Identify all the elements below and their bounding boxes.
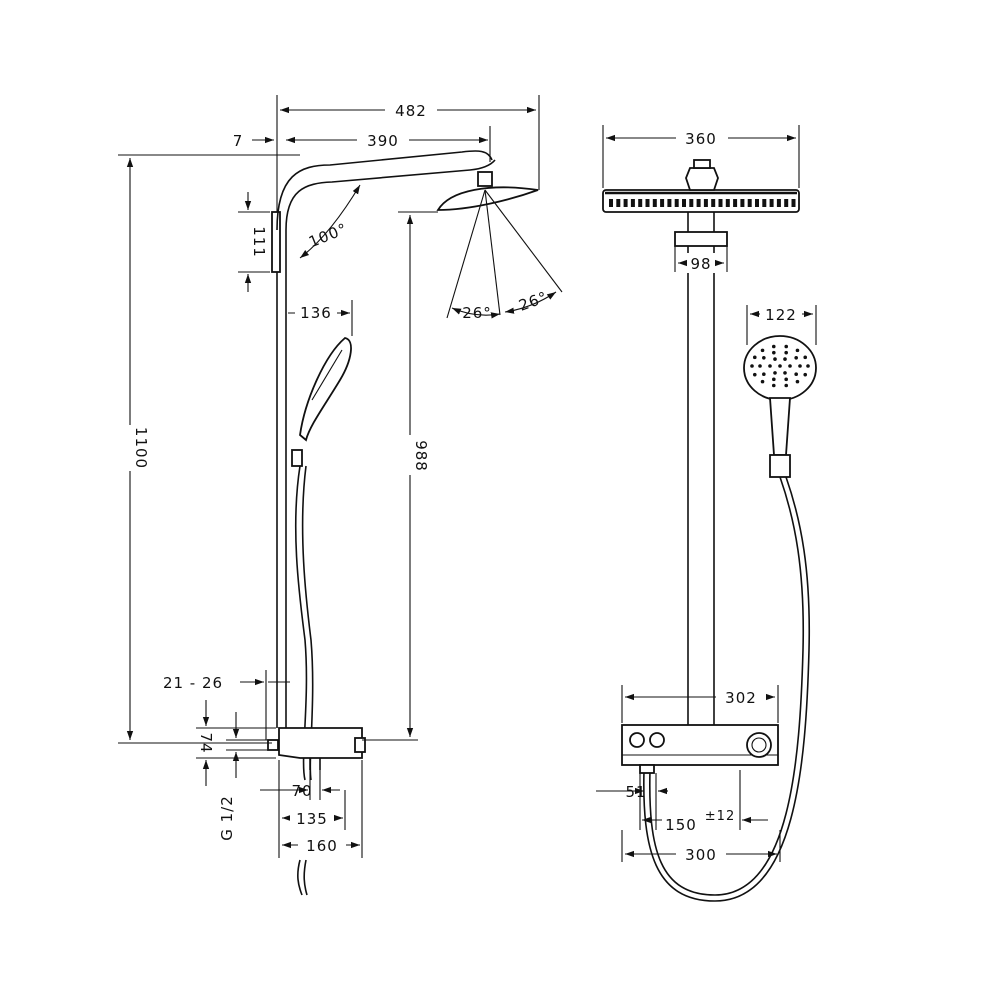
spray-dot bbox=[750, 364, 754, 368]
spray-dot bbox=[778, 364, 782, 368]
spray-dot bbox=[772, 377, 776, 382]
spray-dot bbox=[806, 364, 810, 368]
nozzle bbox=[645, 199, 650, 207]
nozzle bbox=[740, 199, 745, 207]
dim-7: 7 bbox=[233, 132, 244, 150]
spray-dot bbox=[803, 372, 808, 377]
dim-390: 390 bbox=[367, 132, 399, 150]
spray-dot bbox=[783, 371, 787, 375]
spray-dot bbox=[762, 372, 766, 377]
dim-74: 74 bbox=[197, 732, 215, 753]
wall-bracket bbox=[271, 211, 281, 273]
spray-dot bbox=[760, 348, 765, 353]
nozzle bbox=[776, 199, 781, 207]
dim-150: 150 bbox=[665, 816, 697, 834]
dim-26-right: 26° bbox=[516, 288, 550, 315]
spray-dot bbox=[773, 371, 777, 375]
dim-300: 300 bbox=[685, 846, 717, 864]
nozzle bbox=[674, 199, 679, 207]
nozzle bbox=[652, 199, 657, 207]
spray-dot bbox=[803, 355, 808, 360]
nozzle bbox=[630, 199, 635, 207]
overhead-shower-side bbox=[436, 186, 539, 211]
spray-dot bbox=[798, 364, 802, 368]
shower-arm bbox=[276, 150, 493, 231]
thermostat-dial bbox=[746, 732, 772, 758]
dim-tolerance: ±12 bbox=[705, 809, 735, 824]
nozzle bbox=[718, 199, 723, 207]
control-knob-2 bbox=[649, 732, 665, 748]
nozzle bbox=[769, 199, 774, 207]
thermostat-side bbox=[278, 727, 363, 759]
spray-dot bbox=[772, 350, 776, 355]
nozzle bbox=[616, 199, 621, 207]
front-view: 360 98 122 302 51 150 ±12 bbox=[596, 125, 817, 902]
nozzle bbox=[733, 199, 738, 207]
spray-dot bbox=[784, 377, 788, 382]
dim-122: 122 bbox=[765, 306, 797, 324]
nozzle bbox=[689, 199, 694, 207]
spray-dot bbox=[758, 364, 762, 368]
nozzle bbox=[762, 199, 767, 207]
dim-136: 136 bbox=[300, 304, 332, 322]
nozzle bbox=[784, 199, 789, 207]
nozzle bbox=[660, 199, 665, 207]
spray-dot bbox=[762, 355, 766, 360]
spray-dot bbox=[771, 383, 776, 388]
nozzle bbox=[747, 199, 752, 207]
dim-70: 70 bbox=[291, 782, 312, 800]
arm-block bbox=[674, 231, 728, 247]
dim-g-half: G 1/2 bbox=[218, 795, 236, 841]
hand-shower-holder bbox=[769, 454, 791, 478]
head-connector bbox=[685, 167, 719, 191]
spray-dot bbox=[768, 364, 772, 368]
spray-dot bbox=[752, 372, 757, 377]
spray-dot bbox=[771, 344, 776, 349]
dim-111: 111 bbox=[250, 226, 268, 258]
nozzle bbox=[682, 199, 686, 207]
spray-dot bbox=[784, 344, 789, 349]
nozzle bbox=[667, 199, 672, 207]
dim-1100: 1100 bbox=[132, 427, 150, 469]
nozzle bbox=[623, 199, 628, 207]
spray-dot bbox=[752, 355, 757, 360]
side-view: 482 390 7 1100 111 100° 26° 26° 136 bbox=[118, 95, 563, 896]
spray-dot bbox=[795, 379, 800, 384]
spray-dot bbox=[784, 383, 789, 388]
dim-988: 988 bbox=[412, 440, 430, 472]
spray-dot bbox=[773, 357, 777, 361]
dim-26-left: 26° bbox=[462, 304, 492, 322]
dim-51: 51 bbox=[625, 783, 646, 801]
nozzle bbox=[791, 199, 796, 207]
dim-100-deg: 100° bbox=[306, 220, 350, 252]
dim-98: 98 bbox=[690, 255, 711, 273]
hand-shower-side bbox=[299, 337, 352, 442]
spray-dot bbox=[794, 372, 798, 377]
dim-135: 135 bbox=[296, 810, 328, 828]
dim-21-26: 21 - 26 bbox=[163, 674, 223, 692]
nozzle bbox=[638, 199, 643, 207]
nozzle bbox=[711, 199, 716, 207]
nozzle bbox=[755, 199, 759, 207]
dim-482: 482 bbox=[395, 102, 427, 120]
dim-360: 360 bbox=[685, 130, 717, 148]
nozzle bbox=[725, 199, 730, 207]
spray-dot bbox=[788, 364, 792, 368]
nozzle bbox=[609, 199, 613, 207]
dim-160: 160 bbox=[306, 837, 338, 855]
nozzle bbox=[703, 199, 708, 207]
dim-302: 302 bbox=[725, 689, 757, 707]
hand-shower-front bbox=[743, 335, 817, 401]
nozzle bbox=[696, 199, 701, 207]
spray-dot bbox=[794, 355, 798, 360]
slider-holder bbox=[291, 449, 303, 467]
swivel-joint bbox=[477, 171, 493, 187]
control-knob-1 bbox=[629, 732, 645, 748]
spray-dot bbox=[784, 350, 788, 355]
spray-dot bbox=[795, 348, 800, 353]
spray-dot bbox=[760, 379, 765, 384]
spray-dot bbox=[783, 357, 787, 361]
